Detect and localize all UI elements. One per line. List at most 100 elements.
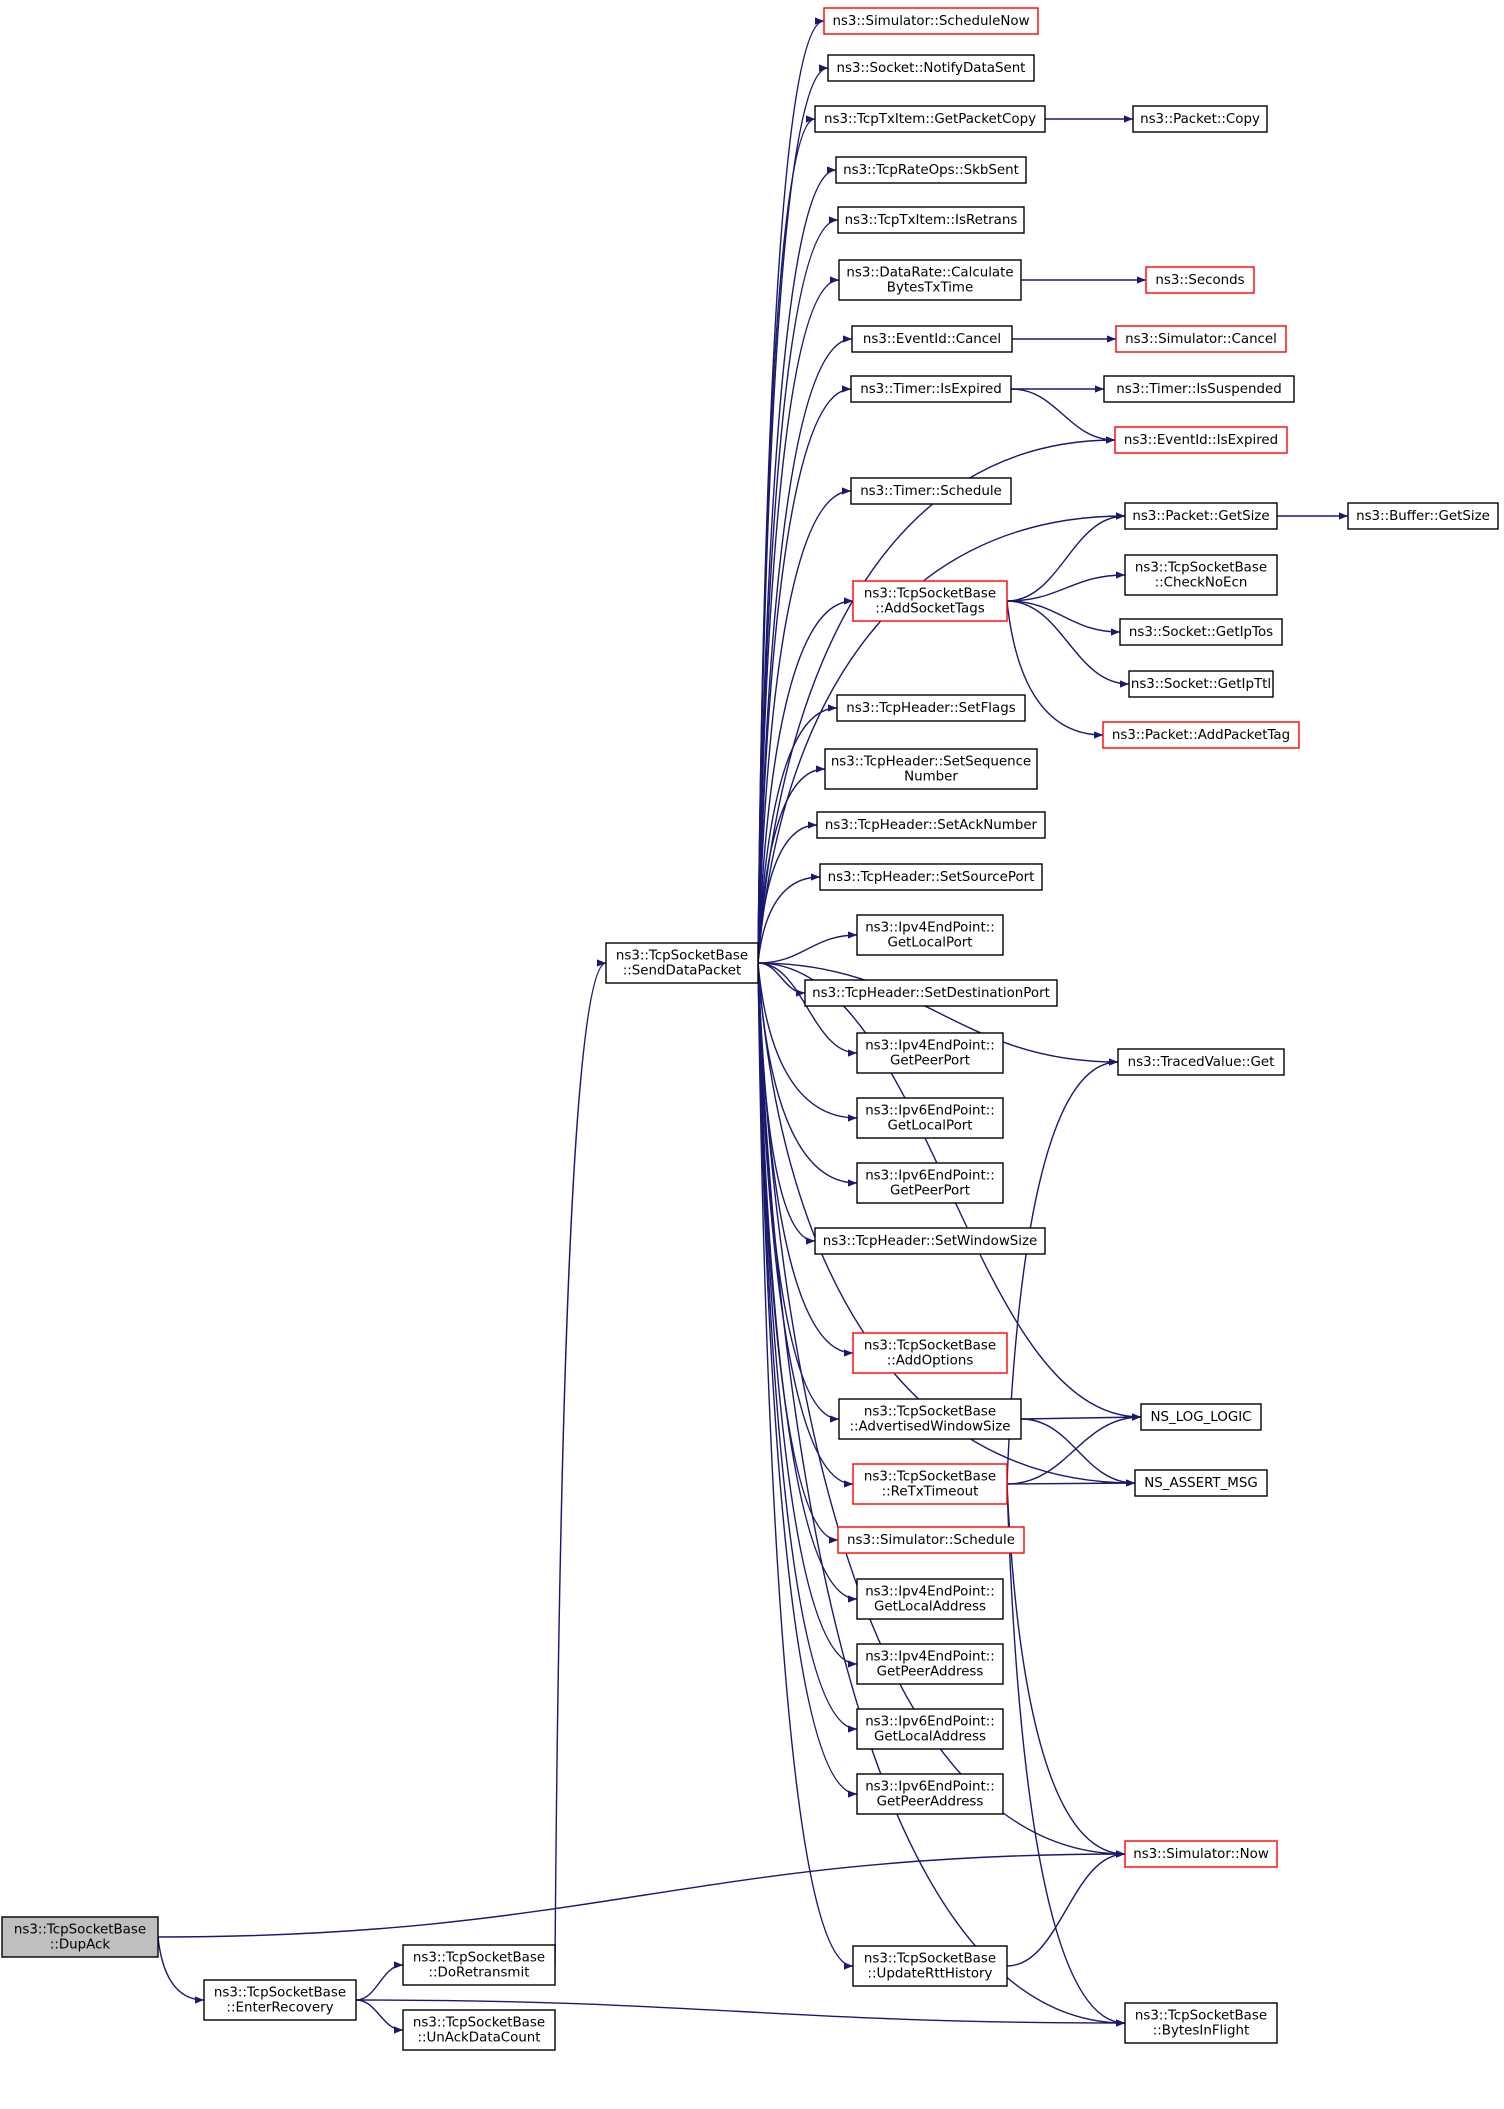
node-seconds[interactable]: ns3::Seconds — [1145, 266, 1255, 294]
node-box[interactable] — [1145, 266, 1255, 294]
node-box[interactable] — [856, 1032, 1004, 1074]
node-addoptions[interactable]: ns3::TcpSocketBase::AddOptions — [852, 1332, 1008, 1374]
node-doretransmit[interactable]: ns3::TcpSocketBase::DoRetransmit — [402, 1944, 556, 1986]
node-setwindowsize[interactable]: ns3::TcpHeader::SetWindowSize — [814, 1227, 1046, 1255]
node-box[interactable] — [837, 206, 1025, 234]
node-box[interactable] — [1132, 105, 1268, 133]
node-box[interactable] — [852, 1945, 1008, 1987]
node-box[interactable] — [837, 1526, 1025, 1554]
node-box[interactable] — [804, 979, 1058, 1007]
node-addsockettags[interactable]: ns3::TcpSocketBase::AddSocketTags — [852, 580, 1008, 622]
node-box[interactable] — [824, 748, 1038, 790]
node-box[interactable] — [852, 580, 1008, 622]
node-advwindow[interactable]: ns3::TcpSocketBase::AdvertisedWindowSize — [838, 1398, 1022, 1440]
node-box[interactable] — [836, 694, 1026, 722]
node-ipv6localaddr[interactable]: ns3::Ipv6EndPoint::GetLocalAddress — [856, 1708, 1004, 1750]
node-box[interactable] — [1124, 502, 1278, 530]
node-box[interactable] — [856, 914, 1004, 956]
node-ipv6localport[interactable]: ns3::Ipv6EndPoint::GetLocalPort — [856, 1097, 1004, 1139]
node-box[interactable] — [856, 1097, 1004, 1139]
node-box[interactable] — [1103, 375, 1295, 403]
node-box[interactable] — [852, 1463, 1008, 1505]
node-updatertt[interactable]: ns3::TcpSocketBase::UpdateRttHistory — [852, 1945, 1008, 1987]
node-ipv6peerport[interactable]: ns3::Ipv6EndPoint::GetPeerPort — [856, 1162, 1004, 1204]
node-nsassert[interactable]: NS_ASSERT_MSG — [1134, 1469, 1268, 1497]
node-nsloglogic[interactable]: NS_LOG_LOGIC — [1140, 1403, 1262, 1431]
node-tracedget[interactable]: ns3::TracedValue::Get — [1117, 1048, 1285, 1076]
node-box[interactable] — [856, 1643, 1004, 1685]
node-box[interactable] — [1114, 426, 1288, 454]
node-box[interactable] — [402, 2009, 556, 2051]
node-schedulenow[interactable]: ns3::Simulator::ScheduleNow — [823, 7, 1039, 35]
node-getipttl[interactable]: ns3::Socket::GetIpTtl — [1128, 670, 1274, 698]
node-box[interactable] — [814, 105, 1046, 133]
node-box[interactable] — [1115, 325, 1287, 353]
node-box[interactable] — [1102, 721, 1300, 749]
node-getiptos[interactable]: ns3::Socket::GetIpTos — [1119, 618, 1283, 646]
node-timerschedule[interactable]: ns3::Timer::Schedule — [850, 477, 1012, 505]
node-box[interactable] — [1124, 2002, 1278, 2044]
node-ipv4peerport[interactable]: ns3::Ipv4EndPoint::GetPeerPort — [856, 1032, 1004, 1074]
node-ipv4localport[interactable]: ns3::Ipv4EndPoint::GetLocalPort — [856, 914, 1004, 956]
node-box[interactable] — [1119, 618, 1283, 646]
node-packetgetsize[interactable]: ns3::Packet::GetSize — [1124, 502, 1278, 530]
node-box[interactable] — [1134, 1469, 1268, 1497]
node-bytesinflight[interactable]: ns3::TcpSocketBase::BytesInFlight — [1124, 2002, 1278, 2044]
node-box[interactable] — [605, 942, 759, 984]
node-senddatapacket[interactable]: ns3::TcpSocketBase::SendDataPacket — [605, 942, 759, 984]
node-ipv6peeraddr[interactable]: ns3::Ipv6EndPoint::GetPeerAddress — [856, 1773, 1004, 1815]
node-setack[interactable]: ns3::TcpHeader::SetAckNumber — [816, 811, 1046, 839]
node-box[interactable] — [856, 1708, 1004, 1750]
node-box[interactable] — [835, 156, 1027, 184]
node-box[interactable] — [823, 7, 1039, 35]
node-retxtimeout[interactable]: ns3::TcpSocketBase::ReTxTimeout — [852, 1463, 1008, 1505]
node-isretrans[interactable]: ns3::TcpTxItem::IsRetrans — [837, 206, 1025, 234]
node-ipv4localaddr[interactable]: ns3::Ipv4EndPoint::GetLocalAddress — [856, 1578, 1004, 1620]
node-box[interactable] — [856, 1162, 1004, 1204]
node-box[interactable] — [1128, 670, 1274, 698]
node-box[interactable] — [1124, 1840, 1278, 1868]
node-box[interactable] — [838, 1398, 1022, 1440]
node-box[interactable] — [1, 1916, 159, 1958]
node-box[interactable] — [852, 1332, 1008, 1374]
node-simschedule[interactable]: ns3::Simulator::Schedule — [837, 1526, 1025, 1554]
node-enterrecovery[interactable]: ns3::TcpSocketBase::EnterRecovery — [203, 1979, 357, 2021]
node-packetcopy[interactable]: ns3::Packet::Copy — [1132, 105, 1268, 133]
node-box[interactable] — [1140, 1403, 1262, 1431]
node-dupack[interactable]: ns3::TcpSocketBase::DupAck — [1, 1916, 159, 1958]
node-box[interactable] — [1124, 554, 1278, 596]
node-getpacketcopy[interactable]: ns3::TcpTxItem::GetPacketCopy — [814, 105, 1046, 133]
node-setsrcport[interactable]: ns3::TcpHeader::SetSourcePort — [819, 863, 1043, 891]
node-timersuspended[interactable]: ns3::Timer::IsSuspended — [1103, 375, 1295, 403]
node-eventcancel[interactable]: ns3::EventId::Cancel — [851, 325, 1013, 353]
node-box[interactable] — [819, 863, 1043, 891]
node-box[interactable] — [851, 325, 1013, 353]
node-simcancel[interactable]: ns3::Simulator::Cancel — [1115, 325, 1287, 353]
node-box[interactable] — [1117, 1048, 1285, 1076]
node-box[interactable] — [816, 811, 1046, 839]
node-simnow[interactable]: ns3::Simulator::Now — [1124, 1840, 1278, 1868]
node-box[interactable] — [1347, 502, 1499, 530]
node-setdstport[interactable]: ns3::TcpHeader::SetDestinationPort — [804, 979, 1058, 1007]
node-box[interactable] — [850, 477, 1012, 505]
node-box[interactable] — [827, 54, 1035, 82]
node-unackdatacount[interactable]: ns3::TcpSocketBase::UnAckDataCount — [402, 2009, 556, 2051]
node-buffergetsize[interactable]: ns3::Buffer::GetSize — [1347, 502, 1499, 530]
node-notifydatasent[interactable]: ns3::Socket::NotifyDataSent — [827, 54, 1035, 82]
node-timerexpired[interactable]: ns3::Timer::IsExpired — [850, 375, 1012, 403]
node-box[interactable] — [850, 375, 1012, 403]
node-addpackettag[interactable]: ns3::Packet::AddPacketTag — [1102, 721, 1300, 749]
node-box[interactable] — [856, 1578, 1004, 1620]
node-checknoecn[interactable]: ns3::TcpSocketBase::CheckNoEcn — [1124, 554, 1278, 596]
node-setflags[interactable]: ns3::TcpHeader::SetFlags — [836, 694, 1026, 722]
node-box[interactable] — [856, 1773, 1004, 1815]
node-box[interactable] — [838, 259, 1022, 301]
node-ipv4peeraddr[interactable]: ns3::Ipv4EndPoint::GetPeerAddress — [856, 1643, 1004, 1685]
node-eventexpired[interactable]: ns3::EventId::IsExpired — [1114, 426, 1288, 454]
node-box[interactable] — [814, 1227, 1046, 1255]
node-box[interactable] — [402, 1944, 556, 1986]
node-box[interactable] — [203, 1979, 357, 2021]
node-skbsent[interactable]: ns3::TcpRateOps::SkbSent — [835, 156, 1027, 184]
